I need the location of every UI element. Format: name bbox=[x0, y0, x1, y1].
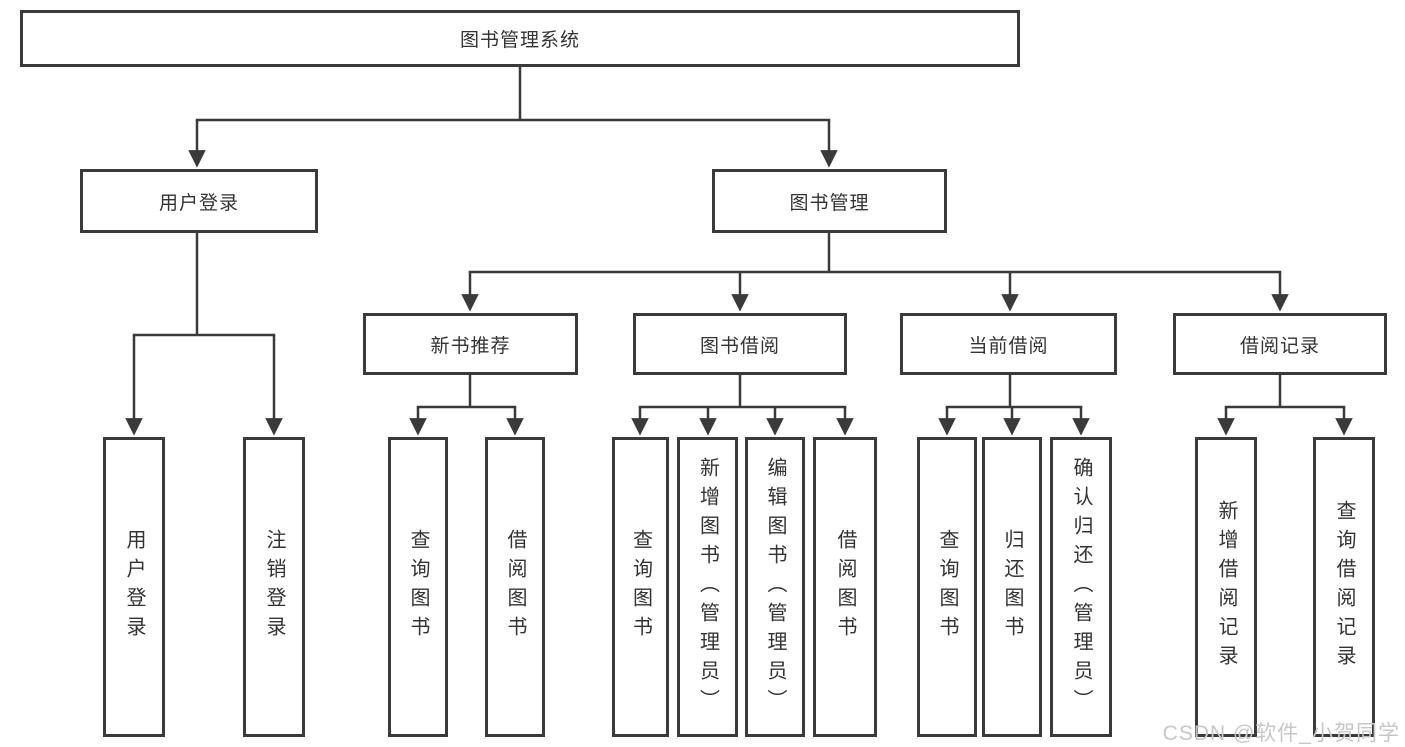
leaf-user-login: 用户登录 bbox=[103, 437, 165, 737]
leaf-current-confirm-return-admin: 确认归还（管理员） bbox=[1050, 437, 1112, 737]
leaf-newrec-borrow-books-label: 借阅图书 bbox=[504, 529, 526, 645]
node-root-label: 图书管理系统 bbox=[459, 30, 580, 51]
node-book-borrow: 图书借阅 bbox=[633, 313, 847, 375]
leaf-records-add-borrow-record: 新增借阅记录 bbox=[1195, 437, 1257, 737]
node-book-management-label: 图书管理 bbox=[789, 192, 870, 214]
node-new-book-recommend: 新书推荐 bbox=[363, 313, 578, 375]
leaf-borrow-borrow-books-label: 借阅图书 bbox=[834, 529, 856, 645]
leaf-borrow-add-books-admin-label: 新增图书（管理员） bbox=[696, 456, 719, 718]
leaf-records-query-borrow-record: 查询借阅记录 bbox=[1313, 437, 1375, 737]
leaf-current-confirm-return-admin-label: 确认归还（管理员） bbox=[1070, 456, 1092, 718]
leaf-newrec-query-books-label: 查询图书 bbox=[407, 529, 429, 645]
leaf-newrec-borrow-books: 借阅图书 bbox=[485, 437, 545, 737]
node-current-borrow: 当前借阅 bbox=[900, 313, 1117, 375]
leaf-logout: 注销登录 bbox=[243, 437, 305, 737]
node-user-login: 用户登录 bbox=[80, 169, 318, 233]
node-root: 图书管理系统 bbox=[20, 10, 1020, 67]
node-borrow-records: 借阅记录 bbox=[1173, 313, 1387, 375]
node-borrow-records-label: 借阅记录 bbox=[1239, 335, 1320, 357]
leaf-newrec-query-books: 查询图书 bbox=[388, 437, 448, 737]
leaf-current-return-books-label: 归还图书 bbox=[1001, 529, 1023, 645]
node-book-borrow-label: 图书借阅 bbox=[699, 335, 780, 357]
watermark: CSDN @软件_小贺同学 bbox=[1162, 722, 1400, 745]
leaf-current-query-books-label: 查询图书 bbox=[936, 529, 958, 645]
node-user-login-label: 用户登录 bbox=[158, 192, 239, 214]
leaf-borrow-edit-books-admin: 编辑图书（管理员） bbox=[745, 437, 805, 737]
leaf-records-add-borrow-record-label: 新增借阅记录 bbox=[1215, 500, 1237, 674]
leaf-current-query-books: 查询图书 bbox=[917, 437, 977, 737]
node-book-management: 图书管理 bbox=[712, 169, 947, 233]
leaf-current-return-books: 归还图书 bbox=[982, 437, 1042, 737]
leaf-borrow-query-books: 查询图书 bbox=[612, 437, 669, 737]
leaf-borrow-borrow-books: 借阅图书 bbox=[813, 437, 877, 737]
node-new-book-recommend-label: 新书推荐 bbox=[430, 335, 511, 357]
leaf-logout-label: 注销登录 bbox=[263, 529, 285, 645]
leaf-user-login-label: 用户登录 bbox=[123, 529, 145, 645]
leaf-borrow-add-books-admin: 新增图书（管理员） bbox=[677, 437, 738, 737]
leaf-records-query-borrow-record-label: 查询借阅记录 bbox=[1333, 500, 1355, 674]
node-current-borrow-label: 当前借阅 bbox=[968, 335, 1049, 357]
leaf-borrow-query-books-label: 查询图书 bbox=[629, 529, 652, 645]
leaf-borrow-edit-books-admin-label: 编辑图书（管理员） bbox=[764, 456, 786, 718]
